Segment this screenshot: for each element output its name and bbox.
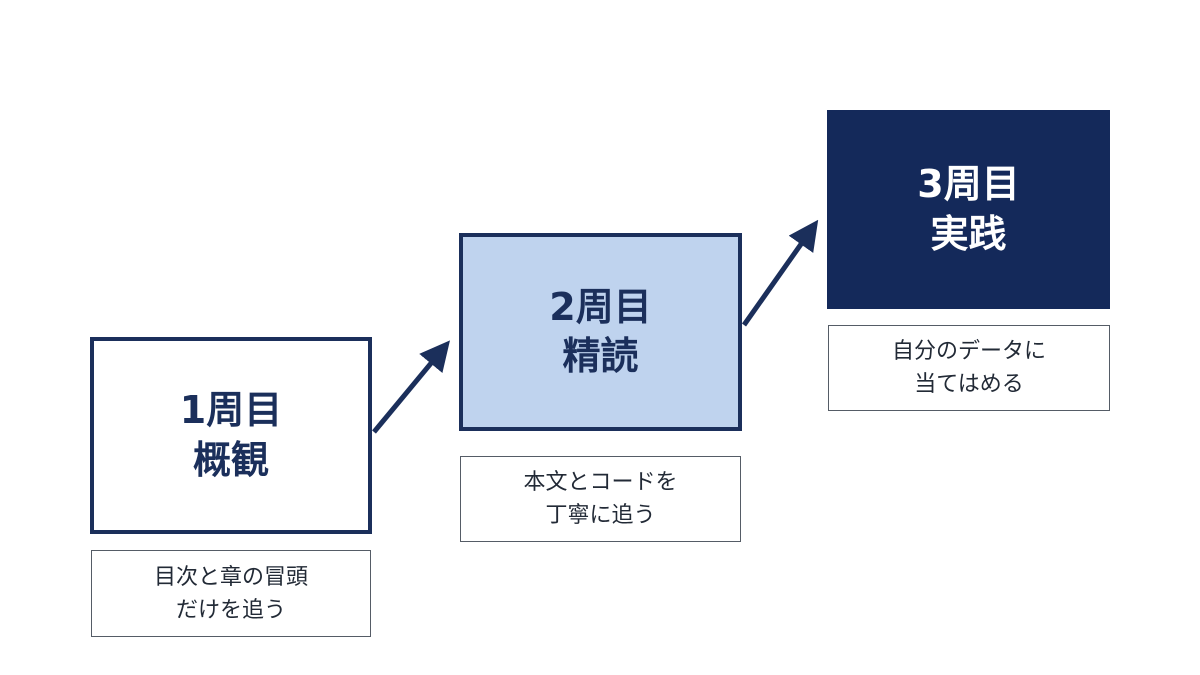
- stage-3-caption-line-2: 当てはめる: [914, 372, 1024, 397]
- stage-1-caption: 目次と章の冒頭 だけを追う: [91, 550, 371, 637]
- stage-3-box: 3周目 実践: [827, 110, 1110, 309]
- stage-2-round: 2周目: [549, 284, 652, 329]
- stage-2-title: 精読: [562, 334, 639, 378]
- arrow-stage2-to-stage3: [741, 219, 819, 327]
- stage-1-caption-line-2: だけを追う: [175, 597, 286, 623]
- stage-1-round: 1周目: [179, 388, 283, 433]
- stage-2-caption-line-1: 本文とコードを: [523, 470, 678, 495]
- stage-3-round: 3周目: [917, 162, 1020, 207]
- stage-1-caption-line-1: 目次と章の冒頭: [153, 564, 308, 590]
- stage-2-caption: 本文とコードを 丁寧に追う: [460, 456, 741, 542]
- stage-2-caption-line-2: 丁寧に追う: [545, 503, 656, 528]
- stage-1-box: 1周目 概観: [90, 337, 372, 534]
- stage-1-title: 概観: [192, 437, 269, 482]
- stage-3-title: 実践: [930, 211, 1007, 256]
- stage-3-caption: 自分のデータに 当てはめる: [828, 325, 1110, 411]
- arrow-stage1-to-stage2: [372, 340, 450, 434]
- stage-3-caption-line-1: 自分のデータに: [891, 339, 1046, 364]
- stage-2-box: 2周目 精読: [459, 233, 742, 431]
